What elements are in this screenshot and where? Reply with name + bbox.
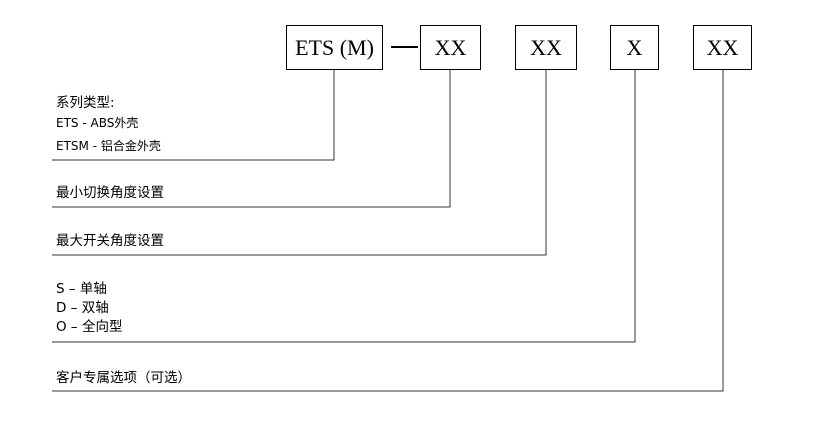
- max-switch-label: 最大开关角度设置: [56, 233, 164, 249]
- max-switch-code-box: XX: [515, 25, 577, 70]
- min-switch-code-box: XX: [420, 25, 481, 70]
- custom-code-box: XX: [693, 25, 752, 70]
- series-code-box: ETS (M): [286, 25, 383, 70]
- axis-option-single: S – 单轴: [56, 281, 107, 297]
- axis-option-dual: D – 双轴: [56, 300, 109, 316]
- min-switch-connector: [52, 70, 451, 208]
- series-connector: [52, 70, 335, 161]
- axis-option-omni: O – 全向型: [56, 319, 123, 335]
- max-switch-connector: [52, 70, 547, 256]
- series-option-etsm: ETSM - 铝合金外壳: [56, 139, 161, 153]
- series-option-ets: ETS - ABS外壳: [56, 116, 139, 130]
- series-title: 系列类型:: [56, 95, 115, 111]
- axis-connector: [52, 70, 636, 343]
- custom-label: 客户专属选项（可选）: [56, 370, 191, 386]
- min-switch-label: 最小切换角度设置: [56, 185, 164, 201]
- custom-connector: [52, 70, 724, 392]
- axis-code-box: X: [610, 25, 659, 70]
